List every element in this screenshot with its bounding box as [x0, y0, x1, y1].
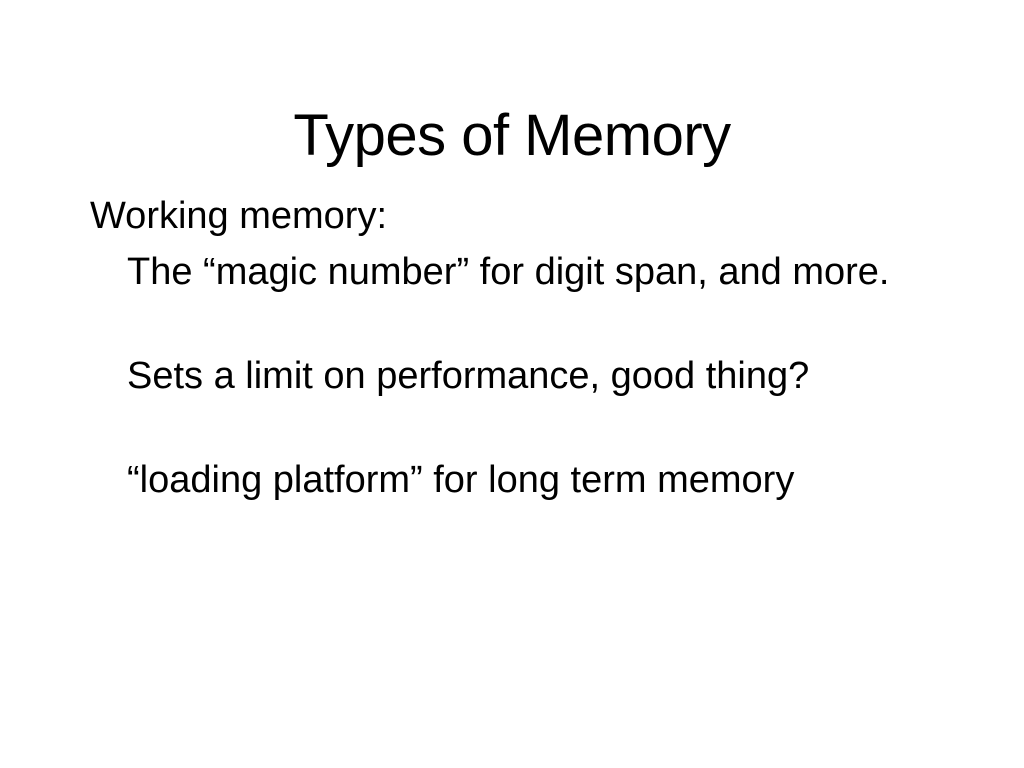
slide-title: Types of Memory	[293, 103, 731, 168]
point-loading-platform: “loading platform” for long term memory	[127, 459, 795, 501]
point-performance-limit: Sets a limit on performance, good thing?	[127, 355, 810, 397]
slide-body: Working memory: The “magic number” for d…	[90, 190, 950, 506]
working-memory-heading: Working memory:	[90, 195, 388, 237]
point-magic-number: The “magic number” for digit span, and m…	[127, 251, 890, 293]
